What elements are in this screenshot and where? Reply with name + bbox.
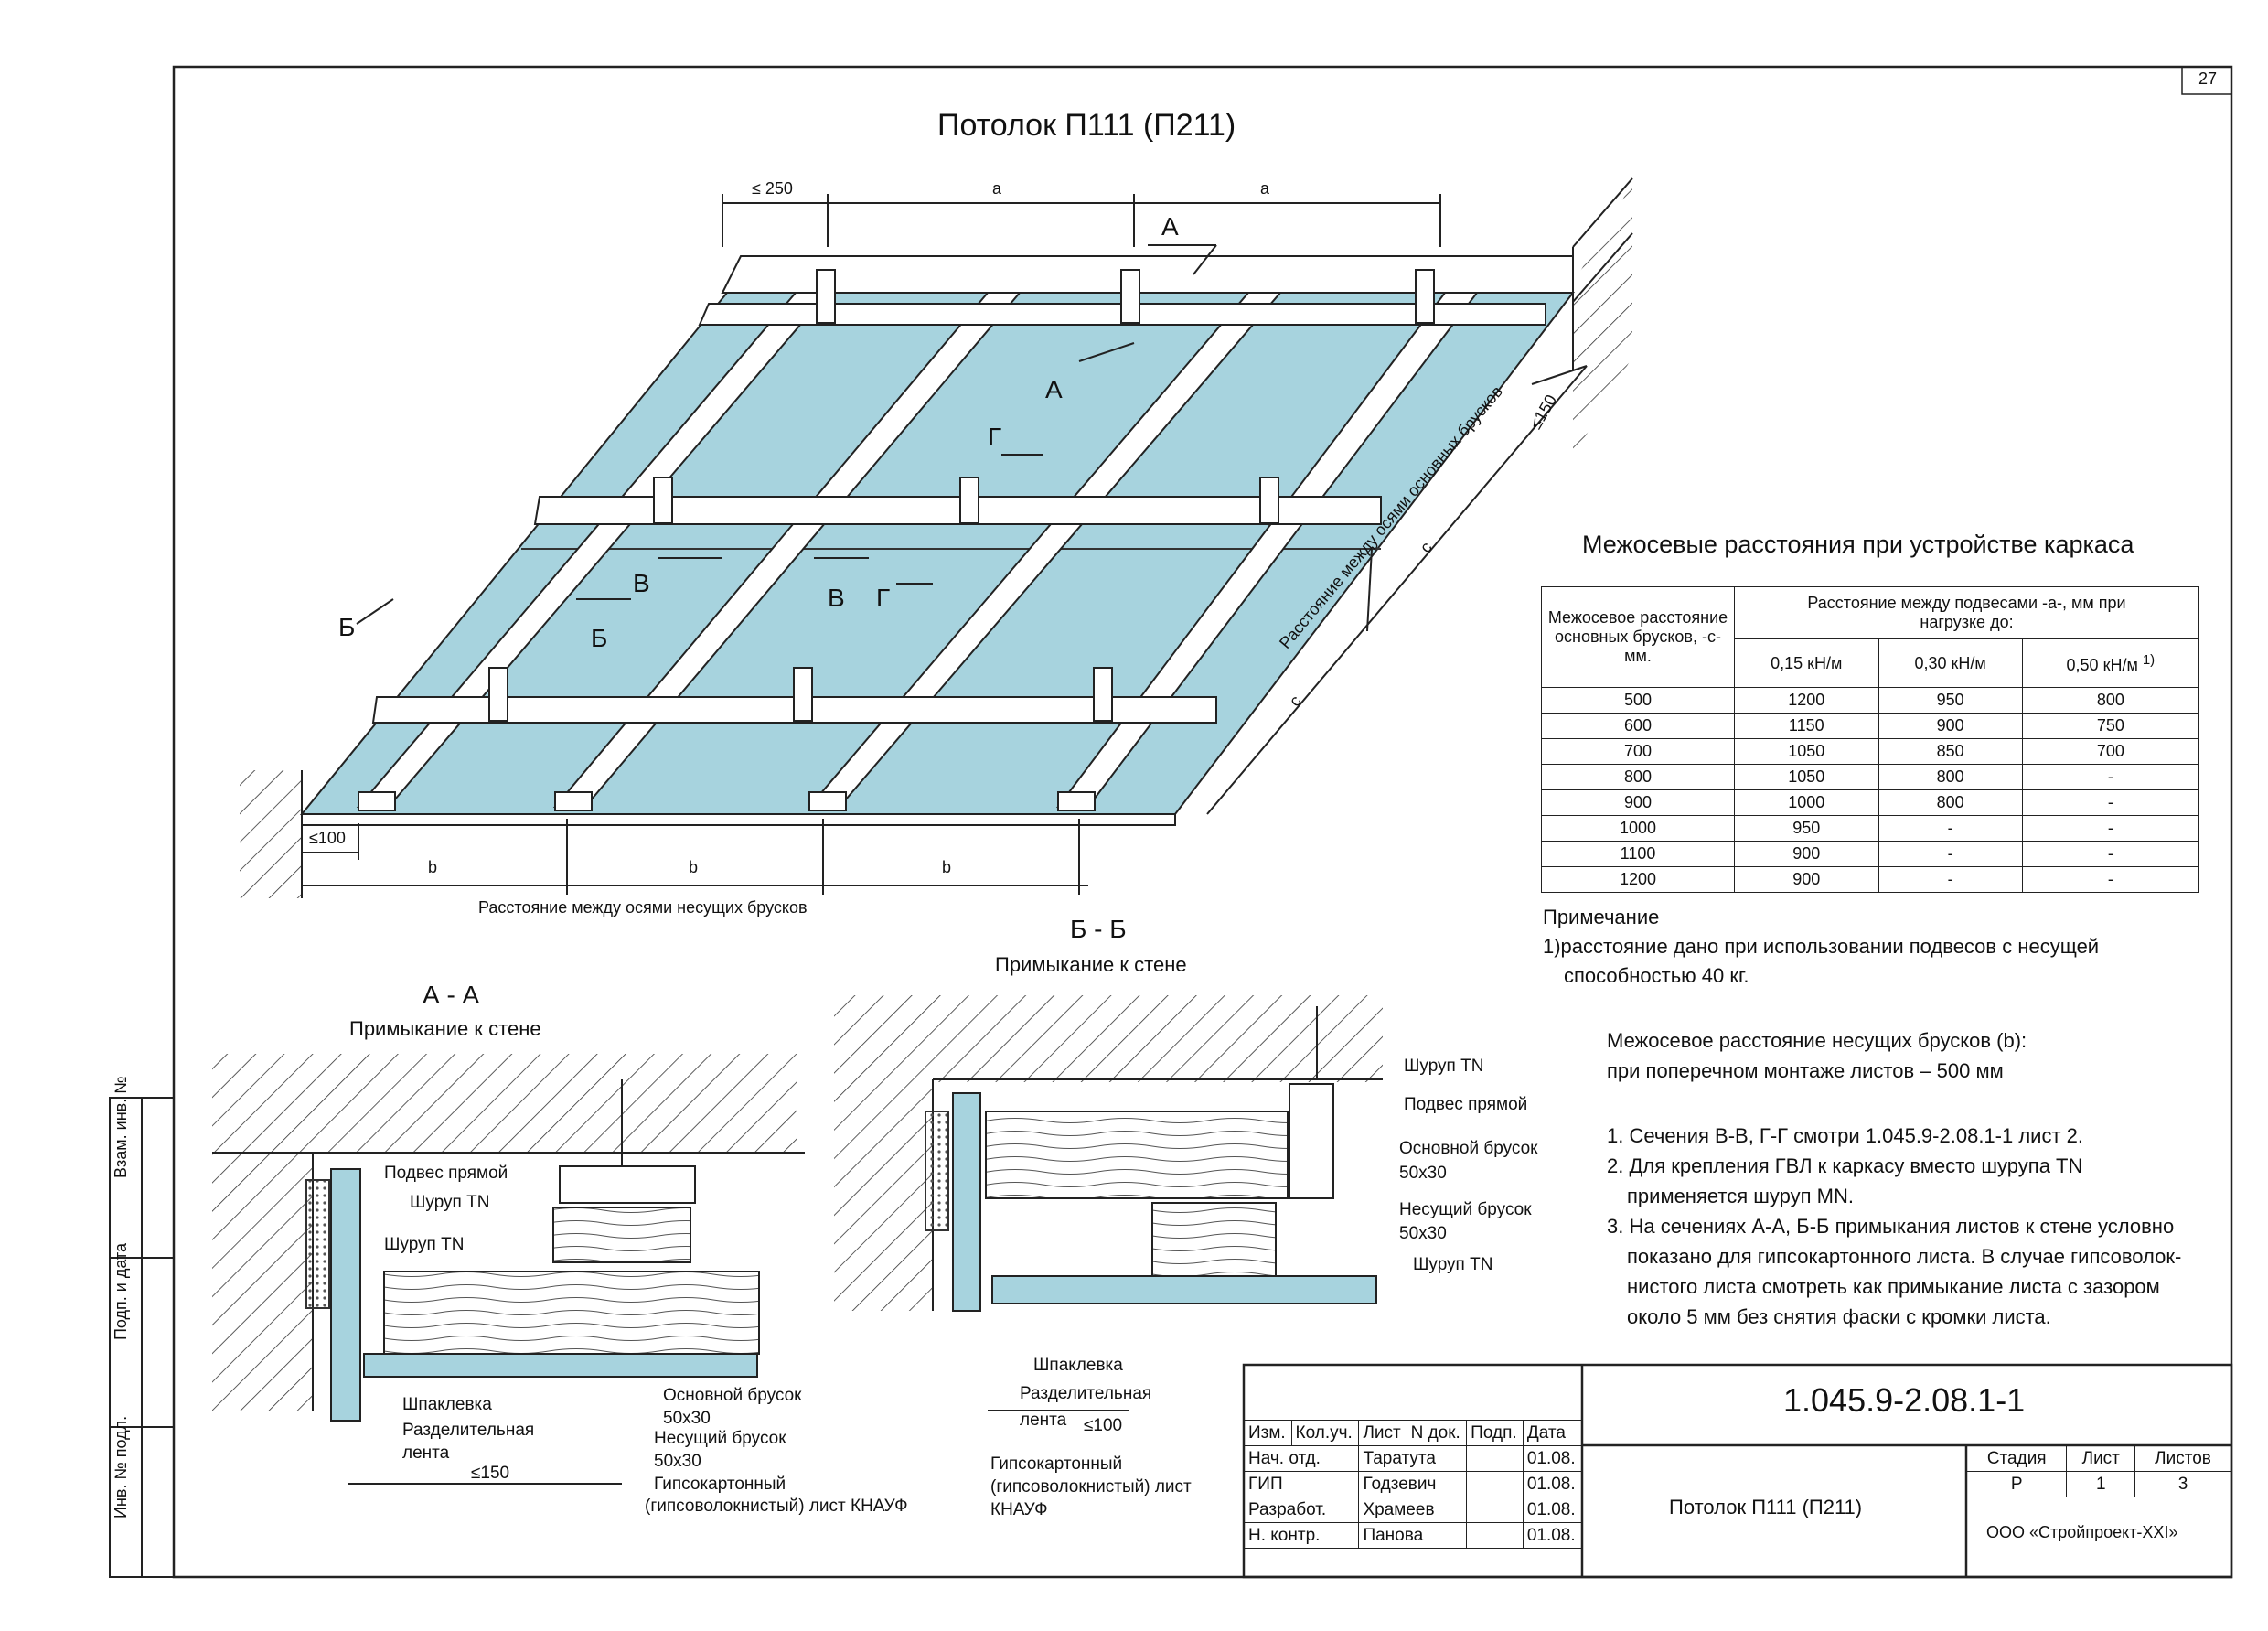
note-line-2: способностью 40 кг. [1564, 964, 1749, 987]
bb-label-sheet-1: Гипсокартонный [990, 1454, 1123, 1474]
section-aa-title: А - А [423, 981, 480, 1009]
section-bb-title: Б - Б [1070, 915, 1127, 943]
aa-label-sheet-2: (гипсоволокнистый) лист КНАУФ [645, 1497, 908, 1516]
bb-label-main-bar-size: 50x30 [1399, 1164, 1447, 1183]
spacing-table-title: Межосевые расстояния при устройстве карк… [1582, 531, 2134, 558]
side-stamp-3: Инв. № подл. [112, 1415, 130, 1518]
section-mark-g1: Г [988, 423, 1002, 451]
section-bb-subtitle: Примыкание к стене [995, 953, 1187, 976]
bb-label-screw-1: Шуруп TN [1404, 1057, 1484, 1076]
load-header-3: 0,50 кН/м 1) [2021, 638, 2200, 688]
section-mark-v2: В [828, 584, 845, 612]
section-mark-b2: Б [591, 624, 608, 652]
bb-label-dim: ≤100 [1084, 1416, 1123, 1435]
frame-border [172, 65, 2233, 1579]
page-number: 27 [2198, 70, 2218, 88]
section-aa-subtitle: Примыкание к стене [349, 1017, 541, 1040]
dim-top-2: a [992, 179, 1002, 198]
aa-label-hanger: Подвес прямой [384, 1164, 508, 1183]
section-aa-drawing [212, 1054, 805, 1485]
section-mark-a2: А [1045, 375, 1063, 403]
section-mark-g2: Г [876, 584, 891, 612]
spacing-table: Межосевое расстояние основных брусков, -… [1541, 586, 2200, 893]
side-stamp-1: Взам. инв. № [112, 1076, 130, 1178]
aa-label-bearing-bar-size: 50x30 [654, 1452, 701, 1471]
aa-label-tape-2: лента [402, 1443, 450, 1463]
bb-label-bearing-bar-size: 50x30 [1399, 1224, 1447, 1243]
bb-label-sheet-2: (гипсоволокнистый) лист [990, 1477, 1192, 1497]
side-stamp-2: Подп. и дата [112, 1242, 130, 1340]
load-header-1: 0,15 кН/м [1734, 638, 1879, 688]
sheet-name: Потолок П111 (П211) [1669, 1496, 1863, 1518]
doc-code: 1.045.9-2.08.1-1 [1783, 1381, 2026, 1419]
section-mark-b1: Б [338, 613, 356, 641]
main-title: Потолок П111 (П211) [937, 108, 1236, 143]
dim-top-1: ≤ 250 [752, 179, 793, 198]
dim-bottom-2: b [689, 858, 699, 876]
dim-left-edge: ≤100 [309, 829, 346, 847]
section-mark-v1: В [633, 569, 650, 597]
aa-label-screw-2: Шуруп TN [384, 1235, 465, 1254]
section-mark-a1: А [1161, 212, 1179, 241]
side-stamp [109, 1097, 175, 1578]
aa-label-main-bar-size: 50x30 [663, 1409, 711, 1428]
plan-caption-bottom: Расстояние между осями несущих брусков [478, 898, 808, 917]
aa-label-tape-1: Разделительная [402, 1421, 535, 1440]
col-group-header: Расстояние между подвесами -а-, мм при н… [1734, 586, 2199, 639]
bb-label-tape-1: Разделительная [1020, 1384, 1152, 1403]
bb-label-hanger: Подвес прямой [1404, 1095, 1528, 1114]
spacing-note-1: Межосевое расстояние несущих брусков (b)… [1607, 1029, 2027, 1052]
bb-label-screw-2: Шуруп TN [1413, 1255, 1493, 1274]
load-header-2: 0,30 кН/м [1878, 638, 2023, 688]
bb-label-tape-2: лента [1020, 1411, 1067, 1430]
bb-label-bearing-bar: Несущий брусок [1399, 1200, 1532, 1219]
dim-bottom-3: b [942, 858, 952, 876]
bb-label-main-bar: Основной брусок [1399, 1139, 1538, 1158]
numbered-notes: 1. Сечения В-В, Г-Г смотри 1.045.9-2.08.… [1607, 1124, 2182, 1328]
note-heading: Примечание [1543, 906, 1660, 928]
section-bb-drawing [834, 995, 1383, 1411]
bb-label-putty: Шпаклевка [1033, 1356, 1123, 1375]
company-name: ООО «Стройпроект-XXI» [1986, 1523, 2178, 1541]
aa-label-dim: ≤150 [471, 1464, 510, 1483]
ceiling-plan [240, 177, 1633, 898]
col-main-header: Межосевое расстояние основных брусков, -… [1541, 586, 1735, 688]
aa-label-putty: Шпаклевка [402, 1395, 492, 1414]
note-line-1: 1)расстояние дано при использовании подв… [1543, 935, 2100, 958]
aa-label-bearing-bar: Несущий брусок [654, 1429, 786, 1448]
aa-label-main-bar: Основной брусок [663, 1386, 802, 1405]
dim-top-3: a [1260, 179, 1270, 198]
aa-label-sheet-1: Гипсокартонный [654, 1475, 786, 1494]
spacing-note-2: при поперечном монтаже листов – 500 мм [1607, 1059, 2004, 1082]
bb-label-sheet-3: КНАУФ [990, 1500, 1048, 1519]
aa-label-screw-1: Шуруп TN [410, 1193, 490, 1212]
dim-bottom-1: b [428, 858, 438, 876]
